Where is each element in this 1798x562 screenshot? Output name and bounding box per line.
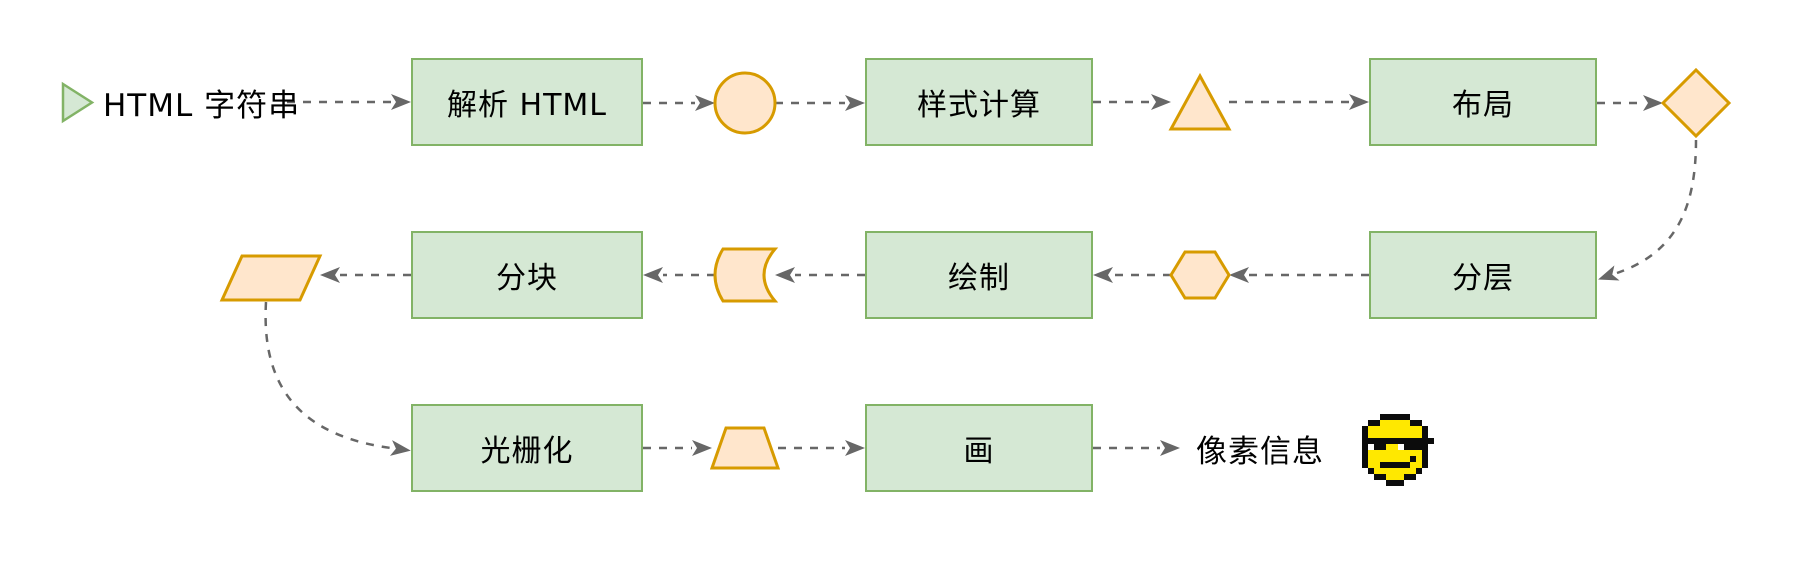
- diamond-shape: [1660, 67, 1732, 139]
- hexagon-shape: [1169, 250, 1231, 300]
- node-parse-html: 解析 HTML: [411, 58, 643, 146]
- node-label: 分层: [1452, 261, 1514, 296]
- connector-parallelogram-to-rasterize: [264, 301, 411, 456]
- circle-shape: [713, 71, 777, 135]
- connector-diamond-to-layering: [1598, 139, 1698, 281]
- node-layering: 分层: [1369, 231, 1597, 319]
- trapezoid-shape: [709, 426, 781, 470]
- node-rasterize: 光栅化: [411, 404, 643, 492]
- node-label: 绘制: [948, 261, 1010, 296]
- parallelogram-shape: [219, 254, 323, 302]
- node-layout: 布局: [1369, 58, 1597, 146]
- node-label: 光栅化: [480, 434, 574, 469]
- node-label: 画: [963, 434, 995, 469]
- play-triangle-icon: [61, 81, 95, 124]
- node-label: 分块: [496, 261, 558, 296]
- node-tiling: 分块: [411, 231, 643, 319]
- node-label: 布局: [1452, 88, 1514, 123]
- pixel-smiley-sunglasses-emoji: [1362, 414, 1434, 486]
- node-label: 样式计算: [917, 88, 1041, 123]
- node-paint: 绘制: [865, 231, 1093, 319]
- start-label: HTML 字符串: [103, 87, 301, 124]
- node-style-calc: 样式计算: [865, 58, 1093, 146]
- triangle-shape: [1168, 72, 1232, 131]
- end-label: 像素信息: [1196, 433, 1324, 470]
- stored-data-shape: [713, 247, 779, 303]
- node-label: 解析 HTML: [446, 88, 608, 123]
- node-draw: 画: [865, 404, 1093, 492]
